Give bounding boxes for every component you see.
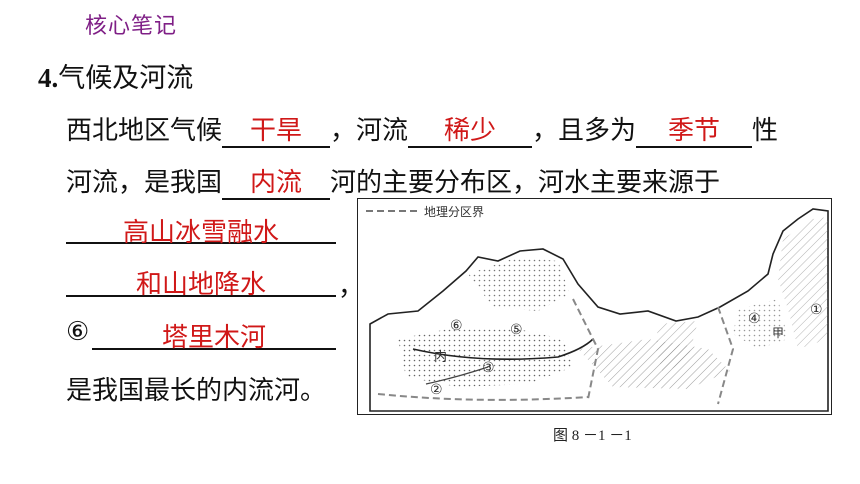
answer-blank-inland: 内流 bbox=[222, 168, 331, 200]
text-line-2: 河流，是我国内流河的主要分布区，河水主要来源于 bbox=[66, 162, 720, 200]
boundary-dash-1 bbox=[572, 298, 600, 400]
circled-marker-6: ⑥ bbox=[66, 317, 90, 347]
greater-khingan bbox=[778, 217, 828, 349]
line1-mid2: ，且多为 bbox=[532, 116, 637, 146]
line1-suffix: 性 bbox=[752, 116, 779, 146]
line2-prefix: 河流，是我国 bbox=[66, 168, 223, 198]
tarim-river-line bbox=[412, 338, 594, 361]
map-label-nei: 内 bbox=[434, 349, 447, 365]
line2-suffix: 河的主要分布区，河水主要来源于 bbox=[330, 168, 721, 198]
line1-prefix: 西北地区气候 bbox=[66, 116, 223, 146]
section-title: 4.气候及河流 bbox=[38, 56, 193, 95]
area-jia bbox=[733, 299, 788, 349]
mountain-area bbox=[656, 321, 698, 374]
section-title-text: 气候及河流 bbox=[58, 63, 194, 94]
map-label-5: ⑤ bbox=[510, 322, 523, 338]
answer-blank-seasonal: 季节 bbox=[636, 116, 753, 148]
tarim-basin bbox=[398, 327, 573, 387]
figure-caption: 图 8 －1 －1 bbox=[553, 428, 632, 444]
map-label-jia: 甲 bbox=[772, 326, 784, 340]
map-label-2: ② bbox=[430, 382, 443, 398]
map-figure: 地理分区界 ⑥ ⑤ 内 ③ ② ④ ① 甲 bbox=[366, 205, 829, 412]
answer-underline-3 bbox=[92, 348, 336, 350]
boundary-dash-3 bbox=[377, 393, 589, 401]
text-line-end: 是我国最长的内流河。 bbox=[66, 376, 327, 406]
map-label-4: ④ bbox=[748, 311, 761, 327]
map-label-6: ⑥ bbox=[450, 318, 463, 334]
section-header: 核心笔记 bbox=[85, 14, 178, 39]
answer-mountain-rain: 和山地降水 bbox=[135, 270, 266, 300]
legend-label: 地理分区界 bbox=[424, 205, 484, 219]
answer-underline-1 bbox=[66, 242, 336, 244]
map-label-3: ③ bbox=[482, 360, 495, 376]
northwest-region-map: 地理分区界 ⑥ ⑤ 内 ③ ② ④ ① 甲 bbox=[357, 198, 832, 415]
answer-blank-rivers: 稀少 bbox=[408, 116, 533, 148]
desert-area bbox=[578, 339, 730, 389]
answer-blank-climate: 干旱 bbox=[222, 116, 331, 148]
answer-underline-2 bbox=[66, 295, 336, 297]
river-2-line bbox=[425, 366, 489, 385]
junggar-basin bbox=[468, 257, 570, 311]
boundary-dash-2 bbox=[717, 306, 735, 405]
answer-glacier-melt: 高山冰雪融水 bbox=[122, 218, 279, 248]
section-number: 4. bbox=[38, 63, 59, 93]
answer-tarim-river: 塔里木河 bbox=[161, 323, 266, 353]
line1-mid1: ，河流 bbox=[330, 116, 409, 146]
text-line-1: 西北地区气候干旱，河流稀少，且多为季节性 bbox=[66, 110, 778, 148]
map-label-1: ① bbox=[810, 302, 823, 318]
